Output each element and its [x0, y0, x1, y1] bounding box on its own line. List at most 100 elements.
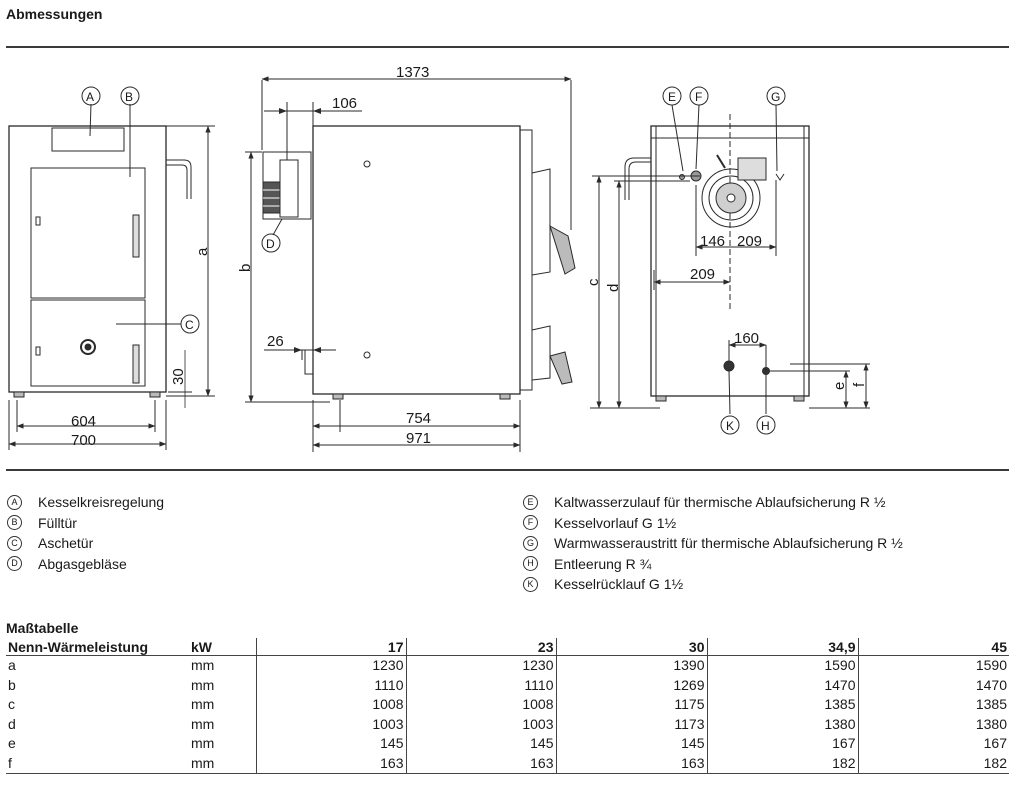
- dim-label-e: e: [831, 382, 848, 390]
- cell: 167: [706, 734, 858, 754]
- cell: 1269: [555, 675, 707, 695]
- rear-view: E F G K H 146 209 209 160 c d e f: [585, 86, 870, 435]
- cell: 1380: [706, 714, 858, 734]
- callout-icon: F: [523, 515, 538, 531]
- callout-e: E: [668, 90, 676, 104]
- dim-30: 30: [170, 368, 187, 385]
- callout-icon: A: [7, 494, 22, 510]
- cell: 1590: [706, 655, 858, 676]
- cell: 1590: [857, 655, 1009, 676]
- callout-icon: B: [7, 515, 22, 531]
- cell: 1173: [555, 714, 707, 734]
- cell: 163: [555, 753, 707, 774]
- cell: 1110: [405, 675, 556, 695]
- cell: 1470: [706, 675, 858, 695]
- legend-text: Kesselkreisregelung: [38, 494, 165, 510]
- row-unit: mm: [189, 753, 256, 774]
- dim-106: 106: [332, 95, 357, 112]
- dim-label-a: a: [194, 247, 211, 256]
- front-view: 604 700 a 30 A B C: [8, 86, 215, 450]
- legend-text: Kesselvorlauf G 1½: [554, 514, 677, 531]
- cell: 145: [405, 734, 556, 754]
- row-unit: mm: [191, 715, 215, 732]
- cell: 1470: [857, 675, 1009, 695]
- row-label: a: [8, 657, 16, 673]
- callout-icon: G: [523, 535, 538, 551]
- cell: 145: [255, 734, 406, 754]
- dim-146: 146: [700, 233, 725, 250]
- callout-c: C: [185, 318, 194, 332]
- row-label: b: [8, 676, 16, 693]
- cell: 182: [857, 753, 1009, 774]
- header-label: Nenn-Wärmeleistung: [6, 638, 189, 656]
- legend-text: Abgasgebläse: [38, 555, 127, 572]
- cell: 1003: [405, 714, 556, 734]
- row-unit: mm: [191, 735, 215, 751]
- legend-item: G Warmwasseraustritt für thermische Ablau…: [523, 533, 903, 554]
- cell: 1003: [255, 714, 406, 734]
- table-row: d mm 1003 1003 1173 1380 1380: [6, 714, 1009, 734]
- table-header-row: Nenn-Wärmeleistung kW 17 23 30 34,9 45: [6, 638, 1009, 656]
- row-label: d: [8, 715, 16, 732]
- row-label: c: [8, 696, 15, 712]
- header-col: 45: [857, 638, 1009, 656]
- table-title: Maßtabelle: [6, 620, 79, 636]
- cell: 1175: [555, 695, 707, 715]
- callout-d: D: [266, 237, 275, 251]
- cell: 1008: [405, 695, 556, 715]
- dim-754: 754: [406, 410, 431, 427]
- legend-right: E Kaltwasserzulauf für thermische Ablaufs…: [523, 492, 903, 595]
- fan-housing: [701, 168, 761, 228]
- header-unit: kW: [189, 638, 256, 656]
- callout-h: H: [761, 419, 770, 433]
- dim-label-c: c: [585, 278, 602, 286]
- cell: 1230: [405, 655, 556, 676]
- cell: 1385: [706, 695, 858, 715]
- cell: 163: [405, 753, 556, 774]
- legend-text: Fülltür: [38, 514, 77, 531]
- dim-971: 971: [406, 430, 431, 447]
- table-row: b mm 1110 1110 1269 1470 1470: [6, 675, 1009, 695]
- row-unit: mm: [191, 696, 215, 712]
- cell: 167: [857, 734, 1009, 754]
- header-col: 23: [405, 638, 556, 656]
- callout-icon: E: [523, 494, 538, 510]
- table-row: c mm 1008 1008 1175 1385 1385: [6, 695, 1009, 715]
- cell: 1385: [857, 695, 1009, 715]
- legend-text: Entleerung R ¾: [554, 555, 652, 572]
- callout-a: A: [86, 90, 94, 104]
- dim-604: 604: [71, 413, 96, 430]
- dim-26: 26: [267, 333, 284, 350]
- dimension-drawing: 604 700 a 30 A B C: [8, 64, 870, 452]
- dimension-table: Nenn-Wärmeleistung kW 17 23 30 34,9 45 a…: [6, 638, 1009, 774]
- legend-item: E Kaltwasserzulauf für thermische Ablaufs…: [523, 492, 903, 513]
- legend-item: B Fülltür: [7, 513, 164, 534]
- legend-text: Warmwasseraustritt für thermische Ablauf…: [554, 535, 903, 551]
- callout-g: G: [771, 90, 780, 104]
- filling-door: [30, 167, 146, 299]
- dim-160: 160: [734, 330, 759, 347]
- dim-label-d: d: [605, 284, 622, 292]
- row-unit: mm: [191, 657, 215, 673]
- legend-item: F Kesselvorlauf G 1½: [523, 513, 903, 534]
- dim-1373: 1373: [396, 64, 429, 81]
- dim-label-f: f: [851, 382, 868, 387]
- side-view: D 1373 106 26 754 971 b: [237, 64, 576, 452]
- callout-k: K: [726, 419, 734, 433]
- legend-text: Kaltwasserzulauf für thermische Ablaufsi…: [554, 494, 886, 510]
- legend-text: Kesselrücklauf G 1½: [554, 576, 684, 592]
- cell: 163: [255, 753, 406, 774]
- divider-middle: [6, 469, 1009, 471]
- header-col: 30: [555, 638, 707, 656]
- cell: 145: [555, 734, 707, 754]
- row-label: f: [6, 753, 189, 774]
- page-title: Abmessungen: [6, 6, 103, 22]
- callout-b: B: [125, 90, 133, 104]
- row-unit: mm: [191, 676, 215, 693]
- legend-text: Aschetür: [38, 535, 94, 551]
- dim-700: 700: [71, 432, 96, 449]
- dim-209-top: 209: [737, 233, 762, 250]
